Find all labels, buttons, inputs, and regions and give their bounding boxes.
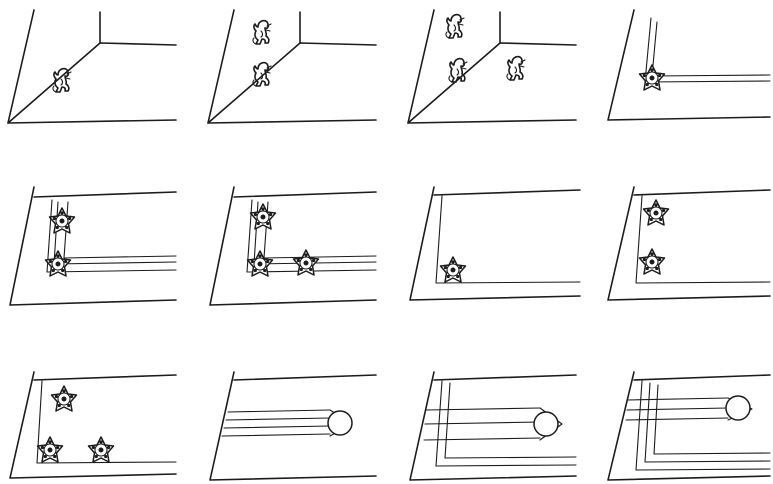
panel-10	[210, 372, 376, 480]
roundel-icon	[328, 411, 352, 435]
heraldic-rose-icon	[640, 249, 665, 274]
heraldic-rose-icon	[644, 200, 669, 225]
panel-9	[10, 372, 176, 478]
panel-11	[410, 372, 576, 480]
panel-8	[608, 187, 770, 300]
panel-4	[608, 10, 770, 120]
panel-1	[8, 10, 176, 123]
roundel-icon	[726, 396, 750, 420]
heraldic-rose-icon	[52, 386, 77, 411]
lion-rampant-icon	[253, 21, 271, 44]
panel-12	[608, 372, 770, 480]
lion-rampant-icon	[446, 15, 464, 38]
heraldic-rose-icon	[50, 208, 75, 233]
panel-5	[10, 187, 176, 305]
lion-rampant-icon	[53, 69, 71, 92]
panel-6	[210, 187, 376, 305]
heraldic-rose-icon	[251, 204, 276, 229]
heraldic-rose-icon	[640, 65, 665, 90]
roundel-icon	[534, 412, 558, 436]
lion-rampant-icon	[507, 57, 525, 80]
heraldic-rose-icon	[441, 257, 466, 282]
panel-7	[410, 187, 580, 300]
panel-2	[208, 10, 376, 123]
heraldic-rose-icon	[89, 437, 114, 462]
heraldic-rose-icon	[38, 437, 63, 462]
panel-3	[408, 10, 576, 123]
lion-rampant-icon	[449, 59, 467, 82]
